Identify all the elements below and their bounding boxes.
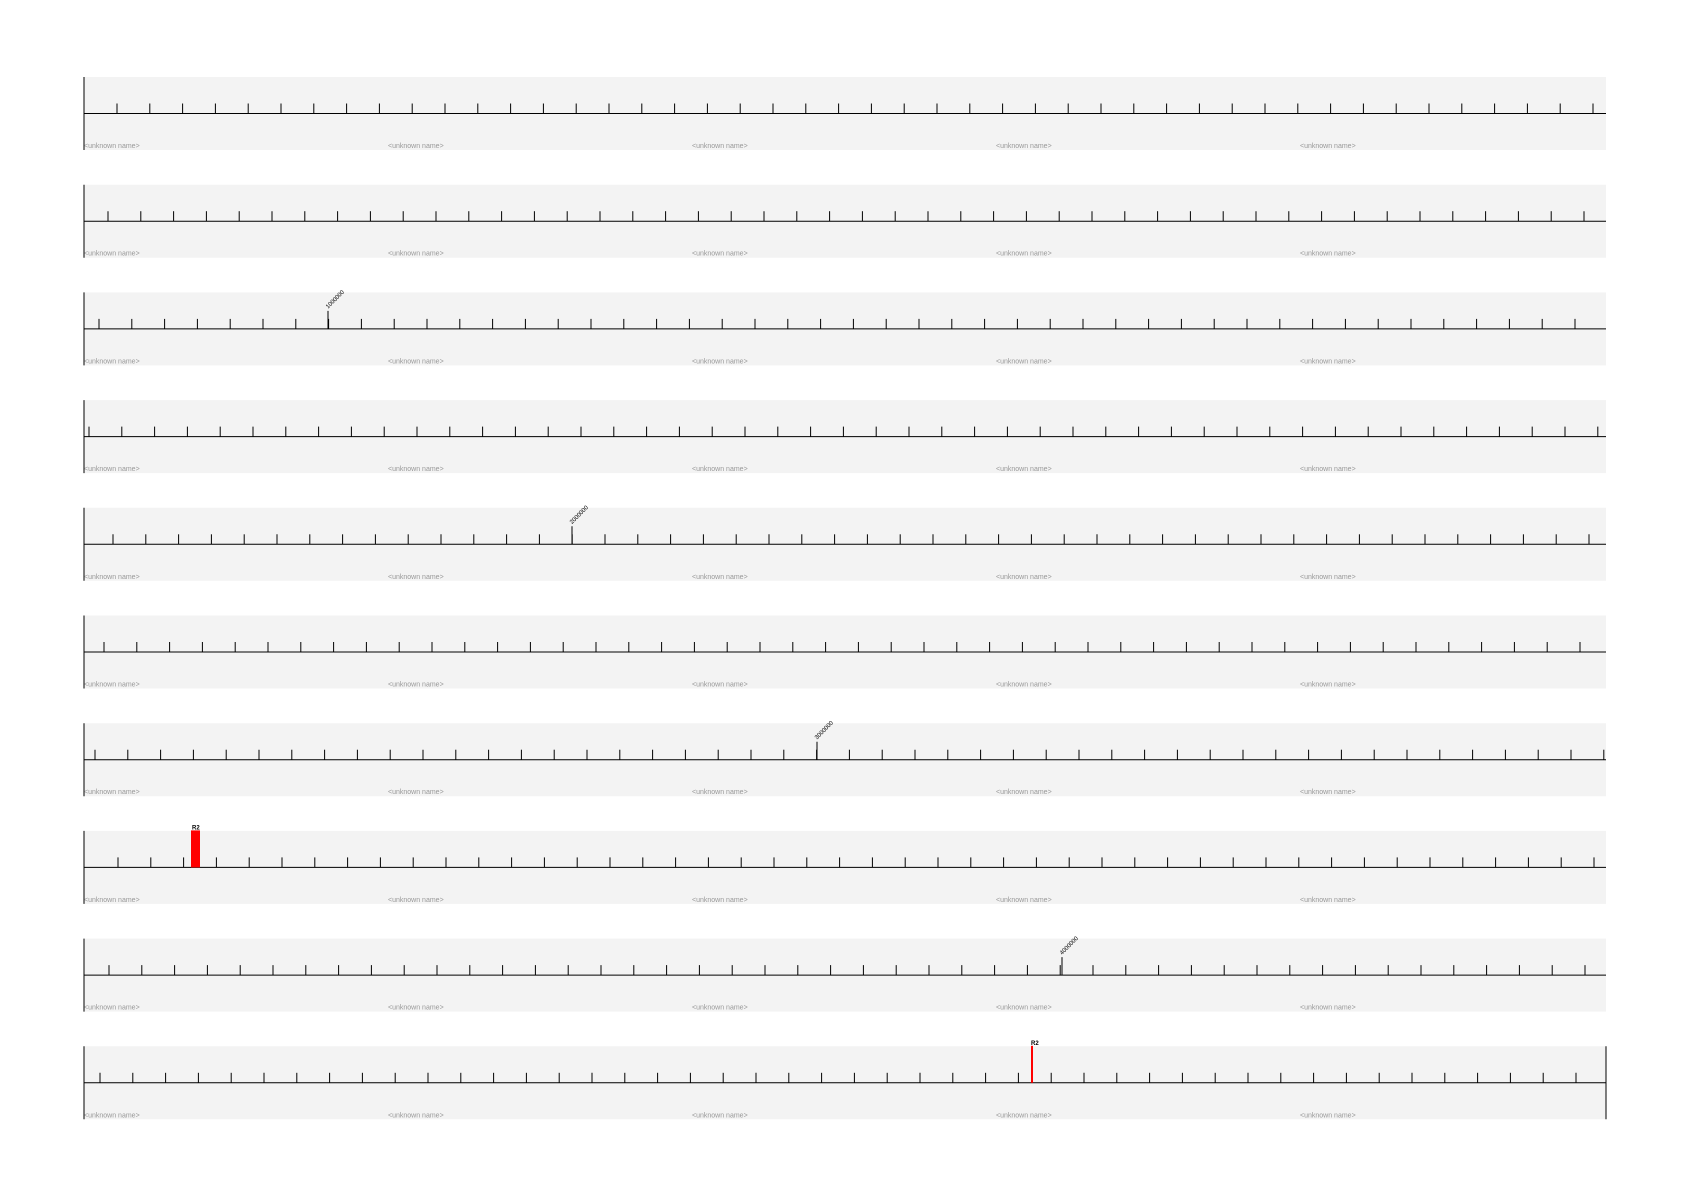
sequence-name-label: <unknown name> bbox=[996, 897, 1052, 904]
sequence-name-label: <unknown name> bbox=[1300, 897, 1356, 904]
sequence-name-label: <unknown name> bbox=[1300, 251, 1356, 258]
map-row-7: 3000000<unknown name><unknown name><unkn… bbox=[83, 720, 1606, 797]
sequence-name-label: <unknown name> bbox=[1300, 1112, 1356, 1119]
sequence-name-label: <unknown name> bbox=[996, 251, 1052, 258]
sequence-name-label: <unknown name> bbox=[692, 251, 748, 258]
sequence-name-label: <unknown name> bbox=[84, 682, 140, 689]
sequence-name-label: <unknown name> bbox=[996, 143, 1052, 150]
sequence-name-label: <unknown name> bbox=[996, 466, 1052, 473]
sequence-name-label: <unknown name> bbox=[388, 251, 444, 258]
map-row-6: <unknown name> <unknown name> <unknown nam… bbox=[83, 615, 1606, 689]
sequence-name-label: <unknown name> bbox=[996, 574, 1052, 581]
sequence-name-label: <unknown name> bbox=[84, 466, 140, 473]
feature-label: R2 bbox=[192, 825, 200, 831]
sequence-name-label: <unknown name> bbox=[388, 1005, 444, 1012]
sequence-name-label: <unknown name> bbox=[84, 789, 140, 796]
feature-r2[interactable]: R2 bbox=[1031, 1041, 1039, 1083]
sequence-name-label: <unknown name> bbox=[692, 358, 748, 365]
feature-bar[interactable] bbox=[191, 830, 200, 868]
sequence-name-label: <unknown name> bbox=[84, 574, 140, 581]
map-row-1: <unknown name> <unknown name> <unknown nam… bbox=[83, 77, 1606, 150]
sequence-name-label: <unknown name> bbox=[1300, 574, 1356, 581]
sequence-name-label: <unknown name> bbox=[996, 1112, 1052, 1119]
sequence-name-label: <unknown name> bbox=[84, 251, 140, 258]
sequence-name-label: <unknown name> bbox=[1300, 682, 1356, 689]
sequence-name-label: <unknown name> bbox=[388, 789, 444, 796]
sequence-name-label: <unknown name> bbox=[84, 358, 140, 365]
sequence-name-label: <unknown name> bbox=[1300, 1005, 1356, 1012]
map-row-10: <unknown name> <unknown name> <unknown nam… bbox=[83, 1046, 1607, 1120]
map-row-8: <unknown name> <unknown name> <unknown nam… bbox=[83, 830, 1606, 904]
sequence-name-label: <unknown name> bbox=[1300, 789, 1356, 796]
sequence-name-label: <unknown name> bbox=[996, 1005, 1052, 1012]
map-row-3: 1000000<unknown name><unknown name><unkn… bbox=[83, 289, 1606, 366]
sequence-name-label: <unknown name> bbox=[692, 1112, 748, 1119]
feature-r2[interactable]: R2 bbox=[191, 825, 200, 868]
map-row-4: <unknown name> <unknown name> <unknown nam… bbox=[83, 400, 1606, 474]
sequence-name-label: <unknown name> bbox=[1300, 466, 1356, 473]
sequence-name-label: <unknown name> bbox=[996, 682, 1052, 689]
sequence-name-label: <unknown name> bbox=[1300, 143, 1356, 150]
sequence-name-label: <unknown name> bbox=[996, 358, 1052, 365]
sequence-name-label: <unknown name> bbox=[692, 1005, 748, 1012]
sequence-name-label: <unknown name> bbox=[692, 682, 748, 689]
sequence-name-label: <unknown name> bbox=[388, 466, 444, 473]
sequence-name-label: <unknown name> bbox=[84, 143, 140, 150]
sequence-name-label: <unknown name> bbox=[388, 574, 444, 581]
sequence-name-label: <unknown name> bbox=[692, 143, 748, 150]
sequence-name-label: <unknown name> bbox=[996, 789, 1052, 796]
sequence-name-label: <unknown name> bbox=[84, 1112, 140, 1119]
map-row-9: 4000000<unknown name><unknown name><unkn… bbox=[83, 935, 1606, 1012]
map-row-2: <unknown name> <unknown name> <unknown nam… bbox=[83, 184, 1606, 258]
sequence-name-label: <unknown name> bbox=[84, 897, 140, 904]
sequence-name-label: <unknown name> bbox=[388, 358, 444, 365]
feature-label: R2 bbox=[1031, 1041, 1039, 1047]
sequence-name-label: <unknown name> bbox=[1300, 358, 1356, 365]
map-row-5: 2000000<unknown name><unknown name><unkn… bbox=[83, 504, 1606, 581]
sequence-name-label: <unknown name> bbox=[388, 1112, 444, 1119]
sequence-name-label: <unknown name> bbox=[692, 897, 748, 904]
sequence-name-label: <unknown name> bbox=[388, 897, 444, 904]
feature-bar[interactable] bbox=[1031, 1045, 1033, 1083]
sequence-name-label: <unknown name> bbox=[692, 574, 748, 581]
sequence-name-label: <unknown name> bbox=[388, 143, 444, 150]
sequence-name-label: <unknown name> bbox=[692, 466, 748, 473]
sequence-name-label: <unknown name> bbox=[84, 1005, 140, 1012]
sequence-name-label: <unknown name> bbox=[692, 789, 748, 796]
sequence-name-label: <unknown name> bbox=[388, 682, 444, 689]
